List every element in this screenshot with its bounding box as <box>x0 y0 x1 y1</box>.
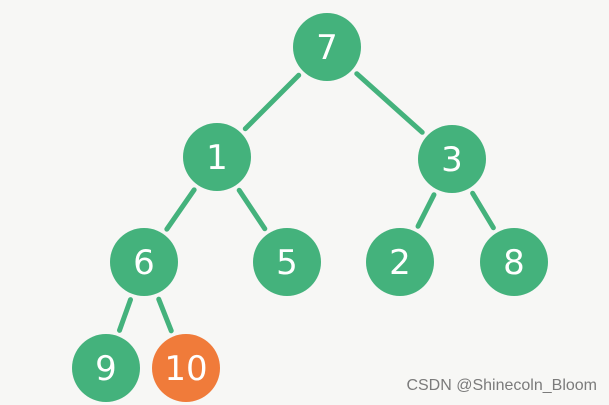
edge-n3-n2 <box>415 192 437 229</box>
node-circle <box>480 228 548 296</box>
tree-node-3: 3 <box>418 125 486 193</box>
edge-n3-n8 <box>470 190 496 231</box>
edge-n7-n3 <box>354 71 425 135</box>
node-circle <box>293 13 361 81</box>
node-label: 2 <box>389 243 411 283</box>
tree-node-2: 2 <box>366 228 434 296</box>
edge-n1-n6 <box>164 187 197 232</box>
node-label: 7 <box>316 28 338 68</box>
node-label: 1 <box>206 138 228 178</box>
node-circle <box>183 123 251 191</box>
edges-layer <box>116 71 496 334</box>
node-label: 3 <box>441 140 463 180</box>
node-circle <box>110 228 178 296</box>
node-circle <box>418 125 486 193</box>
node-circle <box>366 228 434 296</box>
node-label: 6 <box>133 243 155 283</box>
watermark: CSDN @Shinecoln_Bloom <box>406 377 597 394</box>
tree-node-6: 6 <box>110 228 178 296</box>
tree-node-9: 9 <box>72 334 140 402</box>
edge-n6-n9 <box>116 297 134 333</box>
node-label: 9 <box>95 349 117 389</box>
edge-n6-n10 <box>156 296 174 334</box>
tree-node-7: 7 <box>293 13 361 81</box>
edge-n1-n5 <box>236 187 268 232</box>
node-label: 5 <box>276 243 298 283</box>
node-label: 10 <box>164 349 207 389</box>
nodes-layer: 7 1 3 6 5 2 8 9 10 <box>72 13 548 402</box>
tree-node-8: 8 <box>480 228 548 296</box>
tree-node-5: 5 <box>253 228 321 296</box>
node-circle <box>253 228 321 296</box>
tree-node-1: 1 <box>183 123 251 191</box>
node-label: 8 <box>503 243 525 283</box>
node-circle <box>152 334 220 402</box>
tree-node-10: 10 <box>152 334 220 402</box>
node-circle <box>72 334 140 402</box>
edge-n7-n1 <box>242 72 302 132</box>
